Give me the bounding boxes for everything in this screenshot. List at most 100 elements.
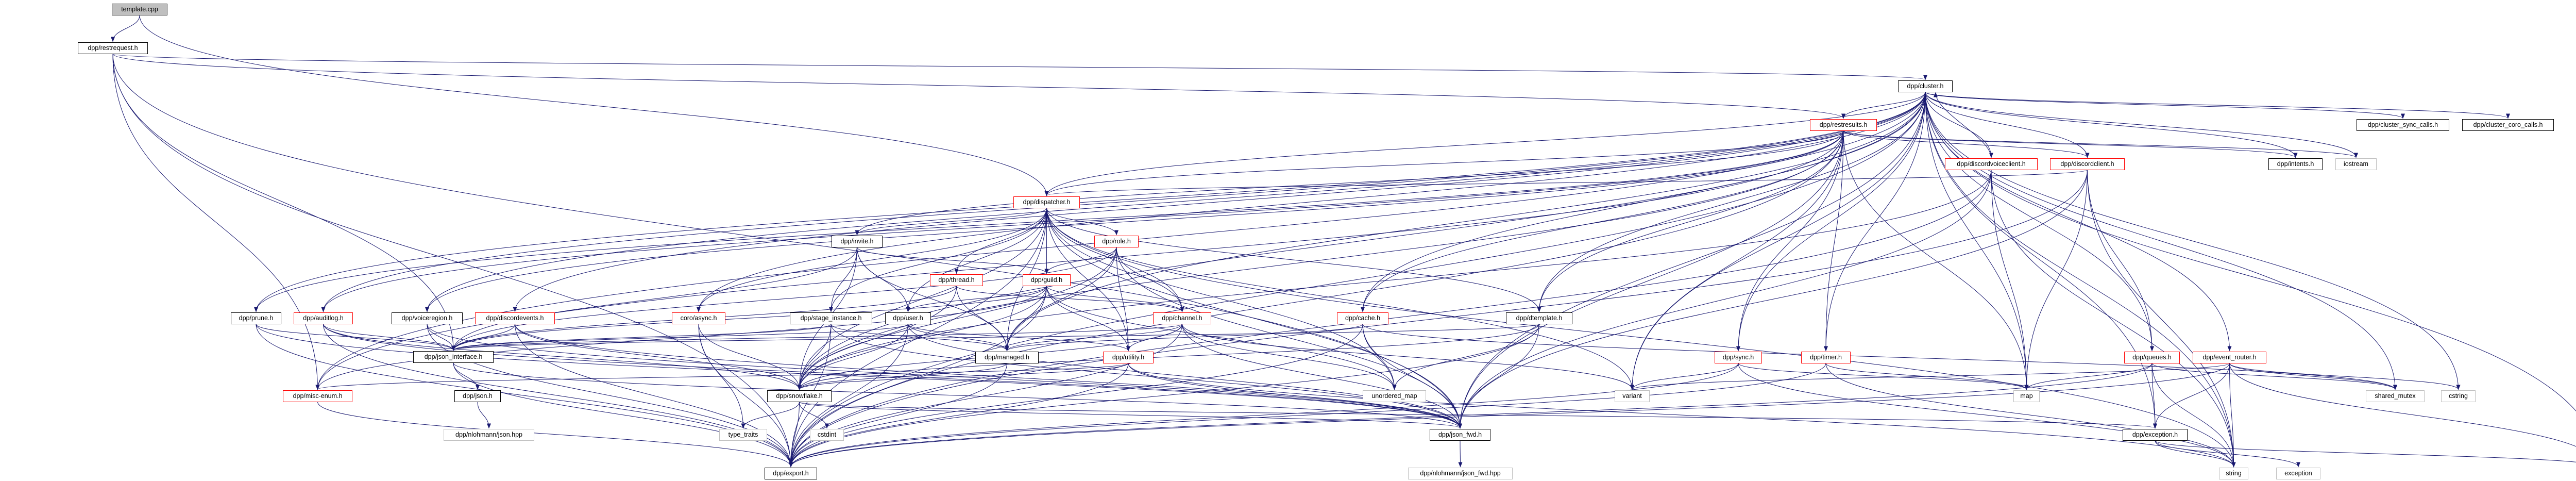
node-json-h[interactable]: dpp/json.h bbox=[454, 390, 501, 402]
node-thread[interactable]: dpp/thread.h bbox=[930, 274, 983, 286]
edge-stage_instance-to-snowflake bbox=[797, 324, 832, 390]
node-iostream: iostream bbox=[2335, 158, 2377, 170]
edge-queues-to-shared_mutex bbox=[2151, 363, 2397, 390]
edge-json_h-to-json_hpp bbox=[477, 402, 491, 429]
node-cluster[interactable]: dpp/cluster.h bbox=[1898, 80, 1953, 92]
edge-queues-to-exception_h bbox=[2151, 363, 2157, 429]
edge-cache-to-shared_mutex bbox=[1362, 324, 2397, 390]
edge-cluster-to-shared_mutex bbox=[1925, 92, 2397, 390]
edge-discordclient-to-string bbox=[2087, 170, 2236, 468]
node-user[interactable]: dpp/user.h bbox=[885, 312, 931, 324]
node-auditlog[interactable]: dpp/auditlog.h bbox=[294, 312, 353, 324]
edge-channel-to-json_fwd bbox=[1182, 324, 1462, 429]
node-channel[interactable]: dpp/channel.h bbox=[1153, 312, 1211, 324]
edge-restrequest-to-cluster bbox=[112, 54, 1927, 80]
edge-cluster-to-discordvoiceclient bbox=[1925, 92, 1993, 158]
edge-event_router-to-string bbox=[2229, 363, 2236, 468]
node-discordclient[interactable]: dpp/discordclient.h bbox=[2050, 158, 2125, 170]
edge-dtemplate-to-snowflake bbox=[797, 324, 1539, 390]
edge-invite-to-managed bbox=[857, 247, 1009, 352]
node-invite[interactable]: dpp/invite.h bbox=[832, 235, 883, 247]
edge-discordvoiceclient-to-export bbox=[789, 170, 1992, 468]
node-cluster-coro-calls[interactable]: dpp/cluster_coro_calls.h bbox=[2462, 119, 2554, 131]
edge-sync-to-variant bbox=[1630, 363, 1739, 390]
node-misc-enum[interactable]: dpp/misc-enum.h bbox=[283, 390, 352, 402]
edge-cluster-to-auditlog bbox=[321, 92, 1926, 312]
node-unordered-map: unordered_map bbox=[1363, 390, 1426, 402]
node-voiceregion[interactable]: dpp/voiceregion.h bbox=[392, 312, 463, 324]
edge-auditlog-to-json_fwd bbox=[323, 324, 1462, 429]
edge-guild-to-user bbox=[906, 286, 1047, 312]
node-export[interactable]: dpp/export.h bbox=[765, 467, 817, 479]
edge-queues-to-string bbox=[2151, 363, 2236, 468]
node-prune[interactable]: dpp/prune.h bbox=[231, 312, 281, 324]
node-snowflake[interactable]: dpp/snowflake.h bbox=[767, 390, 832, 402]
edge-cluster-to-string bbox=[1925, 92, 2236, 468]
edge-restrequest-to-export bbox=[112, 54, 793, 468]
node-role[interactable]: dpp/role.h bbox=[1094, 235, 1139, 247]
node-dispatcher[interactable]: dpp/dispatcher.h bbox=[1013, 196, 1080, 208]
edge-role-to-json_fwd bbox=[1116, 247, 1462, 429]
node-discordvoiceclient[interactable]: dpp/discordvoiceclient.h bbox=[1945, 158, 2038, 170]
edge-prune-to-json_fwd bbox=[256, 324, 1462, 429]
node-string: string bbox=[2219, 467, 2248, 479]
node-discordevents[interactable]: dpp/discordevents.h bbox=[475, 312, 555, 324]
edge-discordvoiceclient-to-string bbox=[1991, 170, 2236, 468]
edge-dtemplate-to-json_fwd bbox=[1458, 324, 1539, 429]
node-json-hpp: dpp/nlohmann/json.hpp bbox=[444, 428, 534, 441]
edge-cluster-to-event_router bbox=[1925, 92, 2232, 352]
edge-cluster-to-cluster_coro_calls bbox=[1925, 92, 2510, 119]
node-cache[interactable]: dpp/cache.h bbox=[1337, 312, 1388, 324]
edge-role-to-channel bbox=[1116, 247, 1184, 312]
edge-restrequest-to-json_interface bbox=[112, 54, 455, 351]
edge-discordevents-to-json_fwd bbox=[515, 324, 1462, 429]
edge-cluster-to-cluster_sync_calls bbox=[1925, 92, 2405, 119]
edge-dispatcher-to-channel bbox=[1046, 208, 1184, 312]
node-intents[interactable]: dpp/intents.h bbox=[2268, 158, 2323, 170]
edge-discordvoiceclient-to-json_fwd bbox=[1458, 170, 1992, 429]
edge-discordvoiceclient-to-map bbox=[1991, 170, 2029, 390]
node-async[interactable]: coro/async.h bbox=[672, 312, 725, 324]
node-cluster-sync-calls[interactable]: dpp/cluster_sync_calls.h bbox=[2357, 119, 2449, 131]
edge-cluster-to-exception_h bbox=[1925, 92, 2157, 429]
node-template-cpp: template.cpp bbox=[112, 3, 167, 15]
node-utility[interactable]: dpp/utility.h bbox=[1103, 351, 1154, 363]
edge-guild-to-unordered_map bbox=[1046, 286, 1397, 390]
edge-role-to-guild bbox=[1044, 247, 1117, 274]
node-exception-h[interactable]: dpp/exception.h bbox=[2123, 428, 2188, 441]
edge-restresults-to-variant bbox=[1630, 130, 1844, 390]
edge-user-to-export bbox=[789, 324, 908, 468]
edge-discordclient-to-queues bbox=[2087, 170, 2154, 352]
edge-dispatcher-to-variant bbox=[1046, 208, 1634, 390]
node-guild[interactable]: dpp/guild.h bbox=[1023, 274, 1071, 286]
edge-snowflake-to-cstdint bbox=[799, 402, 829, 429]
node-restresults[interactable]: dpp/restresults.h bbox=[1810, 119, 1877, 131]
edge-restresults-to-voiceregion bbox=[425, 130, 1844, 312]
edge-discordevents-to-json_interface bbox=[451, 324, 515, 351]
node-shared-mutex: shared_mutex bbox=[2366, 390, 2425, 402]
edge-dispatcher-to-string bbox=[1046, 208, 2236, 468]
node-restrequest[interactable]: dpp/restrequest.h bbox=[78, 42, 148, 54]
edge-restresults-to-timer bbox=[1824, 130, 1844, 352]
node-timer[interactable]: dpp/timer.h bbox=[1801, 351, 1851, 363]
edge-restresults-to-intents bbox=[1843, 130, 2298, 158]
node-queues[interactable]: dpp/queues.h bbox=[2124, 351, 2180, 363]
node-json-fwd[interactable]: dpp/json_fwd.h bbox=[1430, 428, 1490, 441]
edge-timer-to-string bbox=[1825, 363, 2236, 468]
node-dtemplate[interactable]: dpp/dtemplate.h bbox=[1506, 312, 1572, 324]
edge-restresults-to-map bbox=[1843, 130, 2029, 390]
edge-restresults-to-json_fwd bbox=[1458, 130, 1844, 429]
node-cstring: cstring bbox=[2441, 390, 2476, 402]
edge-event_router-to-shared_mutex bbox=[2229, 363, 2397, 390]
node-managed[interactable]: dpp/managed.h bbox=[975, 351, 1039, 363]
node-stage-instance[interactable]: dpp/stage_instance.h bbox=[790, 312, 872, 324]
edge-dtemplate-to-unordered_map bbox=[1392, 324, 1539, 390]
node-event-router[interactable]: dpp/event_router.h bbox=[2193, 351, 2266, 363]
edge-timer-to-export bbox=[789, 363, 1826, 468]
node-sync[interactable]: dpp/sync.h bbox=[1715, 351, 1762, 363]
edge-invite-to-guild bbox=[857, 247, 1049, 274]
edge-restrequest-to-json_fwd bbox=[112, 54, 1462, 429]
edge-snowflake-to-export bbox=[789, 402, 800, 468]
edge-user-to-json_interface bbox=[451, 324, 908, 351]
node-json-interface[interactable]: dpp/json_interface.h bbox=[413, 351, 494, 363]
